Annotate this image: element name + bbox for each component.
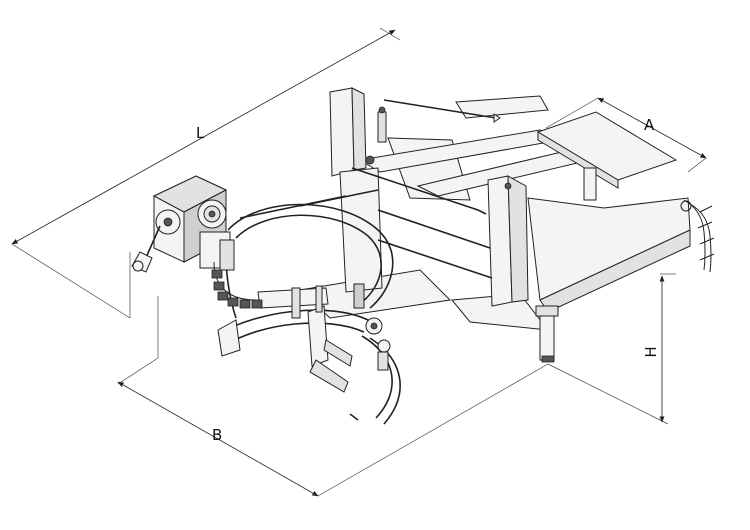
dimension-L: L [11,27,401,319]
dimension-label-h: H [642,346,660,357]
dimension-H: H [547,273,676,425]
base-frame [239,87,691,363]
dimension-label-b: B [212,426,222,444]
gearbox-assembly [131,175,263,309]
drum-clamp-ring [217,203,401,425]
dimension-B: B [117,252,549,497]
drive-chain [211,269,263,309]
dimension-A: A [545,97,707,173]
dimension-label-a: A [644,116,655,134]
hitch-chain [680,199,715,273]
dimension-label-l: L [196,124,205,142]
